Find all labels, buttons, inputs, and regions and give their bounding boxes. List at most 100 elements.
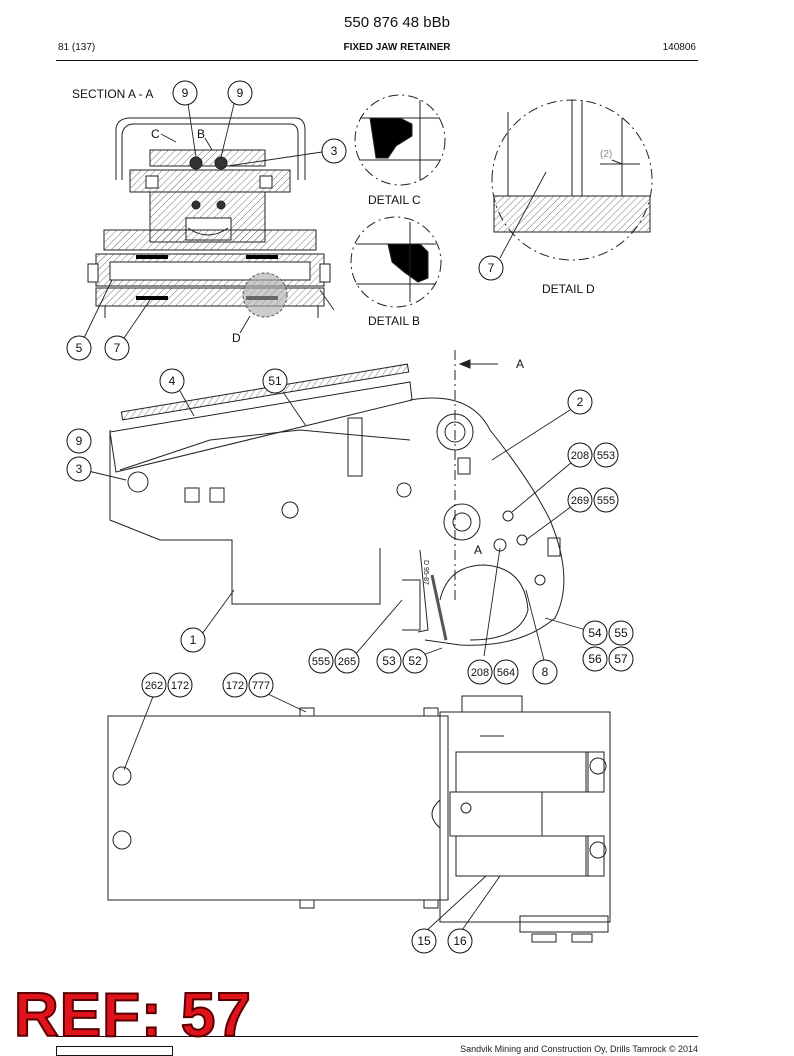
balloon-circle: [104, 335, 130, 361]
balloon-circle: [66, 335, 92, 361]
balloon-text: 57: [614, 652, 628, 666]
callout-balloon-b777: 777: [248, 672, 274, 698]
callout-balloon-b9b: 9: [227, 80, 253, 106]
copyright-text: Sandvik Mining and Construction Oy, Dril…: [460, 1044, 698, 1054]
balloon-circle: [180, 627, 206, 653]
balloon-circle: [376, 648, 402, 674]
balloon-text: 172: [171, 680, 189, 692]
callout-balloon-b9c: 9: [66, 428, 92, 454]
balloon-circle: [493, 659, 519, 685]
label-a-mid: A: [474, 543, 482, 557]
label-b: B: [197, 127, 205, 141]
callout-balloon-b172b: 172: [222, 672, 248, 698]
balloon-text: 2: [577, 395, 584, 409]
callout-balloon-b269: 269: [567, 487, 593, 513]
balloon-text: 9: [182, 86, 189, 100]
callout-balloon-b2: 2: [567, 389, 593, 415]
document-number: 550 876 48 bBb: [344, 14, 450, 31]
callout-balloon-b3b: 3: [66, 456, 92, 482]
balloon-circle: [321, 138, 347, 164]
ref-stamp: REF: 57: [13, 981, 252, 1050]
balloon-text: 262: [145, 680, 163, 692]
balloon-circle: [167, 672, 193, 698]
callout-balloon-b51: 51: [262, 368, 288, 394]
header-rule: [56, 60, 698, 61]
balloon-circle: [532, 659, 558, 685]
balloon-text: 265: [338, 656, 356, 668]
balloon-text: 16: [453, 934, 467, 948]
balloon-text: 52: [408, 654, 422, 668]
balloon-text: 555: [597, 495, 615, 507]
balloon-text: 53: [382, 654, 396, 668]
detail-b-label: DETAIL B: [368, 314, 420, 328]
page-title: FIXED JAW RETAINER: [343, 42, 451, 53]
date-code: 140806: [662, 42, 696, 53]
balloon-text: 208: [571, 450, 589, 462]
balloon-circle: [141, 672, 167, 698]
callout-balloon-b555a: 555: [593, 487, 619, 513]
detail-c-label: DETAIL C: [368, 193, 421, 207]
callout-balloon-b15: 15: [411, 928, 437, 954]
balloon-circle: [467, 659, 493, 685]
balloon-circle: [402, 648, 428, 674]
callout-balloon-b52: 52: [402, 648, 428, 674]
detail-c-view: [354, 94, 446, 186]
callout-balloon-b53: 53: [376, 648, 402, 674]
balloon-text: 564: [497, 667, 515, 679]
balloon-circle: [66, 428, 92, 454]
callout-balloon-b57: 57: [608, 646, 634, 672]
callout-balloon-b7b: 7: [478, 255, 504, 281]
balloon-circle: [593, 487, 619, 513]
label-a-top: A: [516, 357, 524, 371]
balloon-text: 9: [76, 434, 83, 448]
balloon-circle: [222, 672, 248, 698]
callout-balloon-b16: 16: [447, 928, 473, 954]
balloon-text: 3: [331, 144, 338, 158]
balloon-text: 55: [614, 626, 628, 640]
detail-b-view: [350, 216, 442, 308]
balloon-text: 7: [488, 261, 495, 275]
balloon-text: 269: [571, 495, 589, 507]
callout-balloon-b54: 54: [582, 620, 608, 646]
balloon-circle: [66, 456, 92, 482]
bottom-plan-view: [107, 695, 611, 943]
balloon-circle: [227, 80, 253, 106]
balloon-text: 555: [312, 656, 330, 668]
callout-balloon-b555b: 555: [308, 648, 334, 674]
callout-balloon-b564: 564: [493, 659, 519, 685]
balloon-text: 8: [542, 665, 549, 679]
page-indicator: 81 (137): [58, 42, 96, 53]
callout-balloon-b1: 1: [180, 627, 206, 653]
balloon-text: 9: [237, 86, 244, 100]
balloon-text: 3: [76, 462, 83, 476]
balloon-text: 5: [76, 341, 83, 355]
callout-balloon-b172a: 172: [167, 672, 193, 698]
balloon-text: 15: [417, 934, 431, 948]
balloon-circle: [159, 368, 185, 394]
callout-balloon-b265: 265: [334, 648, 360, 674]
label-c: C: [151, 127, 160, 141]
leader-lines: [83, 103, 587, 934]
balloon-text: 7: [114, 341, 121, 355]
part-stamp: D 95-87: [422, 560, 429, 585]
balloon-circle: [582, 646, 608, 672]
section-a-a-view: [87, 117, 331, 318]
balloon-circle: [567, 389, 593, 415]
balloon-text: 208: [471, 667, 489, 679]
balloon-text: 172: [226, 680, 244, 692]
footer-rule: [56, 1036, 698, 1037]
callout-balloon-b9a: 9: [172, 80, 198, 106]
balloon-text: 4: [169, 374, 176, 388]
balloon-circle: [593, 442, 619, 468]
main-assembly-view: [109, 350, 565, 646]
balloon-text: 54: [588, 626, 602, 640]
balloon-circle: [262, 368, 288, 394]
balloon-circle: [308, 648, 334, 674]
balloon-circle: [447, 928, 473, 954]
balloon-circle: [172, 80, 198, 106]
dimension-label: (2): [600, 149, 612, 160]
detail-d-view: [491, 99, 653, 261]
callout-balloon-b7a: 7: [104, 335, 130, 361]
balloon-circle: [567, 487, 593, 513]
balloon-circle: [567, 442, 593, 468]
